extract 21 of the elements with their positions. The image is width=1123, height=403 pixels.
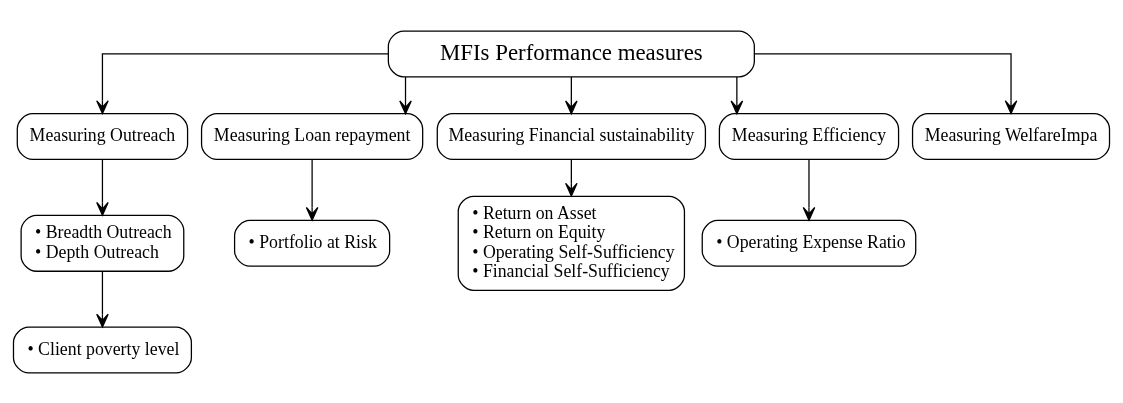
node-box: • Client poverty level xyxy=(12,326,193,374)
node-box: • Breadth Outreach • Depth Outreach xyxy=(20,214,185,272)
arrow xyxy=(754,52,1018,114)
arrow xyxy=(730,75,744,114)
node-box: Measuring Efficiency xyxy=(718,112,900,160)
node-box: • Portfolio at Risk xyxy=(233,219,391,267)
node-box: Measuring Financial sustainability xyxy=(436,112,707,160)
arrow xyxy=(399,75,412,114)
node-box: • Return on Asset • Return on Equity • Operating Self-Sufficiency • Financial Self-Sufficiency xyxy=(457,195,686,291)
arrow xyxy=(802,158,816,221)
arrow xyxy=(565,158,578,197)
arrow xyxy=(565,75,578,114)
node-box: Measuring WelfareImpa xyxy=(911,112,1111,160)
arrow xyxy=(96,52,389,114)
arrow xyxy=(96,158,109,216)
node-box: Measuring Loan repayment xyxy=(200,112,424,160)
arrow xyxy=(96,270,109,327)
node-box: MFIs Performance measures xyxy=(387,29,755,77)
node-box: • Operating Expense Ratio xyxy=(701,219,917,267)
node-box: Measuring Outreach xyxy=(16,112,189,160)
arrow xyxy=(305,158,319,221)
